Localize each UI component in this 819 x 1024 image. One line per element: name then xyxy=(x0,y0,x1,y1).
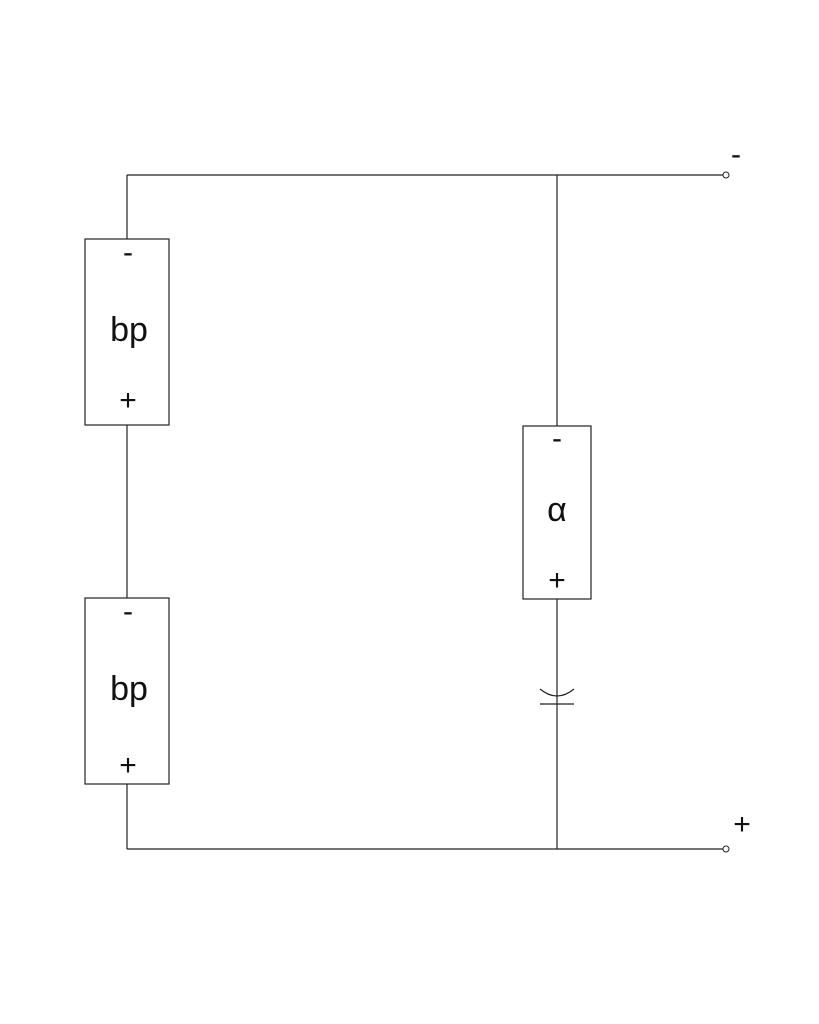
capacitor-symbol xyxy=(539,688,575,705)
bp-top-positive-sign: + xyxy=(119,384,137,417)
positive-terminal-label: + xyxy=(733,808,751,841)
positive-terminal xyxy=(722,845,730,853)
bp-top-negative-sign: - xyxy=(123,236,133,269)
bp-bottom-name: bp xyxy=(110,670,148,708)
bp-bottom-negative-sign: - xyxy=(123,595,133,628)
bp-element-top: - bp + xyxy=(84,236,170,426)
bp-top-box xyxy=(84,238,170,426)
alpha-box xyxy=(522,425,592,600)
alpha-element: - α + xyxy=(522,422,592,600)
bp-bottom-box xyxy=(84,597,170,785)
bp-bottom-positive-sign: + xyxy=(119,749,137,782)
bp-top-name: bp xyxy=(110,311,148,349)
negative-terminal-label: - xyxy=(731,138,741,171)
alpha-name: α xyxy=(547,491,567,529)
alpha-positive-sign: + xyxy=(548,564,566,597)
alpha-negative-sign: - xyxy=(552,422,562,455)
capacitor-curved-plate xyxy=(539,688,575,697)
negative-terminal xyxy=(722,171,730,179)
bp-element-bottom: - bp + xyxy=(84,595,170,785)
